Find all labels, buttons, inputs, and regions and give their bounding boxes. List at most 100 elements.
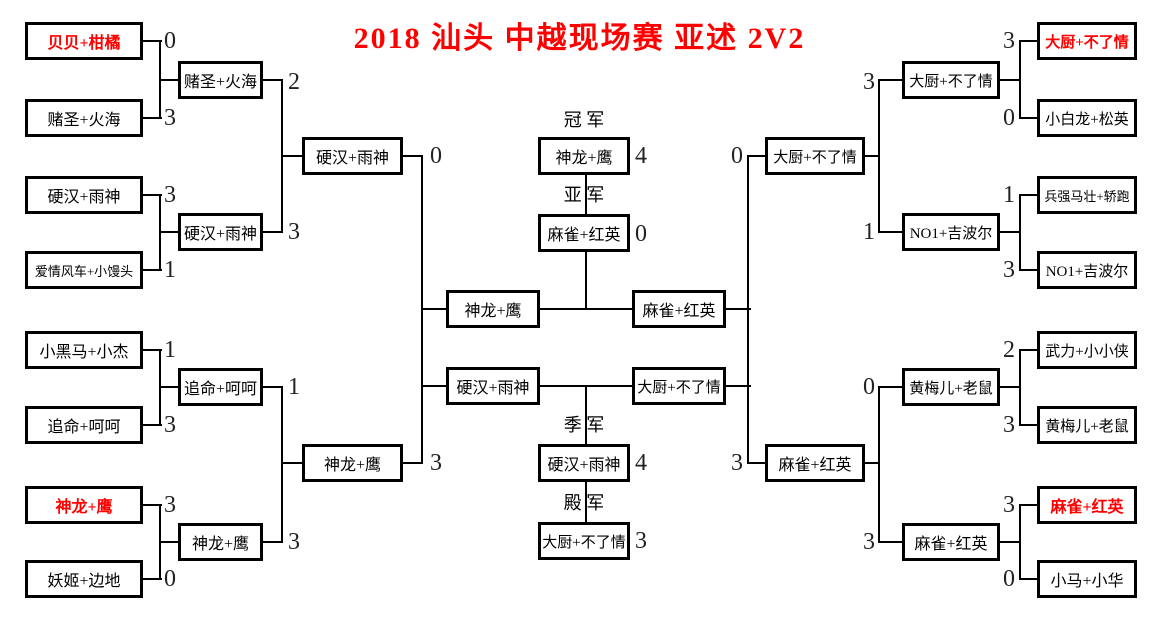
team-box: 追命+呵呵	[25, 406, 143, 444]
connector-line	[585, 174, 587, 215]
connector-line	[141, 117, 162, 119]
connector-line	[1019, 349, 1039, 351]
team-box: 妖姬+边地	[25, 560, 143, 598]
connector-line	[747, 155, 749, 464]
match-score: 1	[1003, 182, 1015, 208]
team-box: 黄梅儿+老鼠	[1037, 406, 1137, 444]
team-box-runner-up: 麻雀+红英	[538, 214, 630, 252]
match-score: 3	[164, 182, 176, 208]
team-box: 追命+呵呵	[178, 368, 263, 406]
match-score: 1	[863, 219, 875, 245]
connector-line	[1019, 504, 1021, 580]
connector-line	[998, 231, 1021, 233]
rank-label-fourth: 殿 军	[563, 493, 605, 513]
connector-line	[585, 386, 587, 445]
team-box: 贝贝+柑橘	[25, 22, 143, 60]
connector-line	[141, 578, 162, 580]
connector-line	[1019, 194, 1039, 196]
match-score: 3	[164, 492, 176, 518]
match-score: 3	[430, 450, 442, 476]
match-score: 3	[288, 219, 300, 245]
team-box-third-match-left: 硬汉+雨神	[446, 367, 540, 405]
team-box: 大厨+不了情	[765, 137, 865, 175]
match-score: 3	[1003, 28, 1015, 54]
team-box: 大厨+不了情	[902, 61, 1000, 99]
connector-line	[1019, 504, 1039, 506]
team-box: 硬汉+雨神	[302, 137, 403, 175]
match-score: 3	[1003, 257, 1015, 283]
connector-line	[878, 79, 880, 233]
connector-line	[585, 251, 587, 310]
match-score: 2	[1003, 337, 1015, 363]
connector-line	[281, 155, 304, 157]
connector-line	[141, 424, 162, 426]
team-box: 神龙+鹰	[302, 444, 403, 482]
team-box: 麻雀+红英	[902, 523, 1000, 561]
match-score: 1	[164, 257, 176, 283]
team-box: NO1+吉波尔	[902, 213, 1000, 251]
match-score: 3	[863, 69, 875, 95]
connector-line	[281, 386, 283, 543]
match-score: 4	[635, 450, 647, 476]
connector-line	[878, 79, 904, 81]
connector-line	[878, 386, 880, 543]
team-box: 小白龙+松英	[1037, 99, 1137, 137]
team-box-third-match-right: 大厨+不了情	[632, 367, 726, 405]
team-box: 小黑马+小杰	[25, 331, 143, 369]
connector-line	[159, 79, 180, 81]
connector-line	[1019, 424, 1039, 426]
match-score: 3	[164, 412, 176, 438]
connector-line	[159, 386, 180, 388]
match-score: 1	[288, 374, 300, 400]
connector-line	[1019, 117, 1039, 119]
connector-line	[585, 481, 587, 523]
connector-line	[747, 155, 767, 157]
team-box: 武力+小小侠	[1037, 331, 1137, 369]
team-box: 神龙+鹰	[25, 486, 143, 524]
match-score: 2	[288, 69, 300, 95]
connector-line	[1019, 578, 1039, 580]
team-box: 神龙+鹰	[178, 523, 263, 561]
team-box-fourth: 大厨+不了情	[538, 522, 630, 560]
match-score: 0	[164, 28, 176, 54]
connector-line	[878, 231, 904, 233]
team-box: 兵强马壮+轿跑	[1037, 176, 1137, 214]
match-score: 3	[1003, 492, 1015, 518]
team-box: 硬汉+雨神	[178, 213, 263, 251]
team-box: 麻雀+红英	[1037, 486, 1137, 524]
connector-line	[878, 541, 904, 543]
team-box: 黄梅儿+老鼠	[902, 368, 1000, 406]
connector-line	[261, 79, 283, 81]
connector-line	[421, 385, 448, 387]
team-box-champion: 神龙+鹰	[538, 137, 630, 175]
match-score: 3	[863, 529, 875, 555]
connector-line	[261, 541, 283, 543]
connector-line	[998, 79, 1021, 81]
team-box: 赌圣+火海	[25, 99, 143, 137]
connector-line	[159, 231, 180, 233]
team-box: 爱情风车+小馒头	[25, 251, 143, 289]
connector-line	[141, 40, 162, 42]
match-score: 3	[164, 105, 176, 131]
team-box: 赌圣+火海	[178, 61, 263, 99]
connector-line	[1019, 40, 1021, 119]
team-box: 大厨+不了情	[1037, 22, 1137, 60]
connector-line	[159, 541, 180, 543]
rank-label-champion: 冠 军	[563, 110, 605, 130]
connector-line	[860, 462, 880, 464]
match-score: 0	[731, 143, 743, 169]
team-box-finalist-right: 麻雀+红英	[632, 290, 726, 328]
connector-line	[1019, 40, 1039, 42]
connector-line	[1019, 194, 1021, 271]
connector-line	[878, 386, 904, 388]
connector-line	[1019, 349, 1021, 426]
match-score: 0	[164, 566, 176, 592]
connector-line	[998, 386, 1021, 388]
connector-line	[998, 541, 1021, 543]
connector-line	[141, 504, 162, 506]
rank-label-third: 季 军	[563, 415, 605, 435]
team-box: 硬汉+雨神	[25, 176, 143, 214]
match-score: 0	[635, 221, 647, 247]
team-box-third: 硬汉+雨神	[538, 444, 630, 482]
